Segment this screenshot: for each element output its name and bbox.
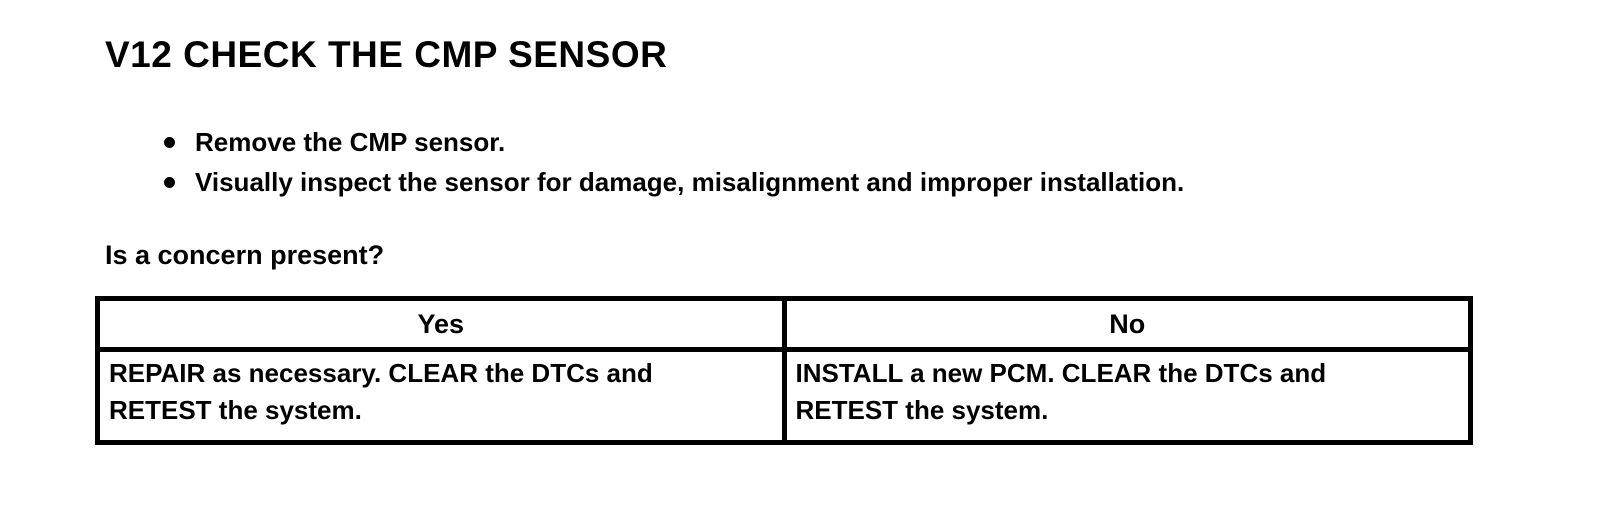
- list-item-text: Visually inspect the sensor for damage, …: [195, 167, 1185, 197]
- table-header-row: Yes No: [95, 296, 1473, 352]
- action-cell-no: INSTALL a new PCM. CLEAR the DTCs and RE…: [781, 347, 1473, 445]
- list-item-text: Remove the CMP sensor.: [195, 127, 506, 157]
- column-header-yes: Yes: [95, 296, 787, 352]
- bullet-icon: [164, 177, 175, 188]
- action-cell-yes: REPAIR as necessary. CLEAR the DTCs and …: [95, 347, 787, 445]
- instruction-list: Remove the CMP sensor. Visually inspect …: [105, 122, 1184, 202]
- question-text: Is a concern present?: [105, 240, 385, 270]
- list-item: Visually inspect the sensor for damage, …: [105, 162, 1184, 202]
- table-row: REPAIR as necessary. CLEAR the DTCs and …: [95, 347, 1473, 445]
- page-title: V12 CHECK THE CMP SENSOR: [105, 34, 668, 75]
- list-item: Remove the CMP sensor.: [105, 122, 1184, 162]
- column-header-no: No: [781, 296, 1473, 352]
- decision-table: Yes No REPAIR as necessary. CLEAR the DT…: [95, 296, 1473, 445]
- bullet-icon: [164, 137, 175, 148]
